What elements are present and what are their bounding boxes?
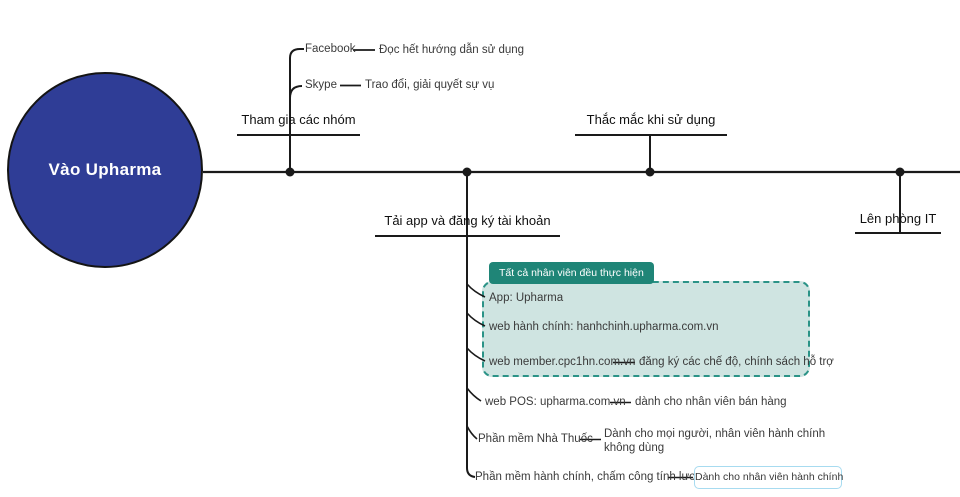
branch-label-it[interactable]: Lên phòng IT: [859, 211, 937, 226]
callout-admin-only: Dành cho nhân viên hành chính: [694, 466, 843, 489]
node-pharmacy-software[interactable]: Phần mềm Nhà Thuốc: [478, 433, 593, 445]
junction-dot: [645, 167, 655, 177]
highlight-panel: [482, 281, 810, 377]
note-web-pos: dành cho nhân viên bán hàng: [635, 396, 787, 408]
badge-all-staff: Tất cả nhân viên đều thực hiện: [489, 262, 654, 284]
node-web-member[interactable]: web member.cpc1hn.com.vn: [489, 356, 636, 368]
note-skype: Trao đổi, giải quyết sự vụ: [365, 79, 495, 91]
junction-dot: [462, 167, 472, 177]
node-admin-software[interactable]: Phần mềm hành chính, chấm công tính lươn…: [475, 471, 710, 483]
branch-label-groups[interactable]: Tham gia các nhóm: [241, 112, 356, 127]
branch-label-app[interactable]: Tải app và đăng ký tài khoản: [384, 213, 551, 228]
node-web-pos[interactable]: web POS: upharma.com.vn: [485, 396, 626, 408]
note-pharmacy-software: Dành cho mọi người, nhân viên hành chính…: [604, 428, 826, 454]
junction-dot: [285, 167, 295, 177]
node-facebook[interactable]: Facebook: [305, 43, 356, 55]
branch-label-questions[interactable]: Thắc mắc khi sử dụng: [586, 112, 716, 127]
note-facebook: Đọc hết hướng dẫn sử dụng: [379, 44, 525, 56]
note-web-member: đăng ký các chế độ, chính sách hỗ trợ: [639, 356, 834, 368]
node-skype[interactable]: Skype: [305, 79, 337, 91]
node-app-upharma[interactable]: App: Upharma: [489, 292, 564, 304]
root-node[interactable]: Vào Upharma: [7, 72, 203, 268]
node-web-hanhchinh[interactable]: web hành chính: hanhchinh.upharma.com.vn: [489, 321, 719, 333]
junction-dot: [895, 167, 905, 177]
